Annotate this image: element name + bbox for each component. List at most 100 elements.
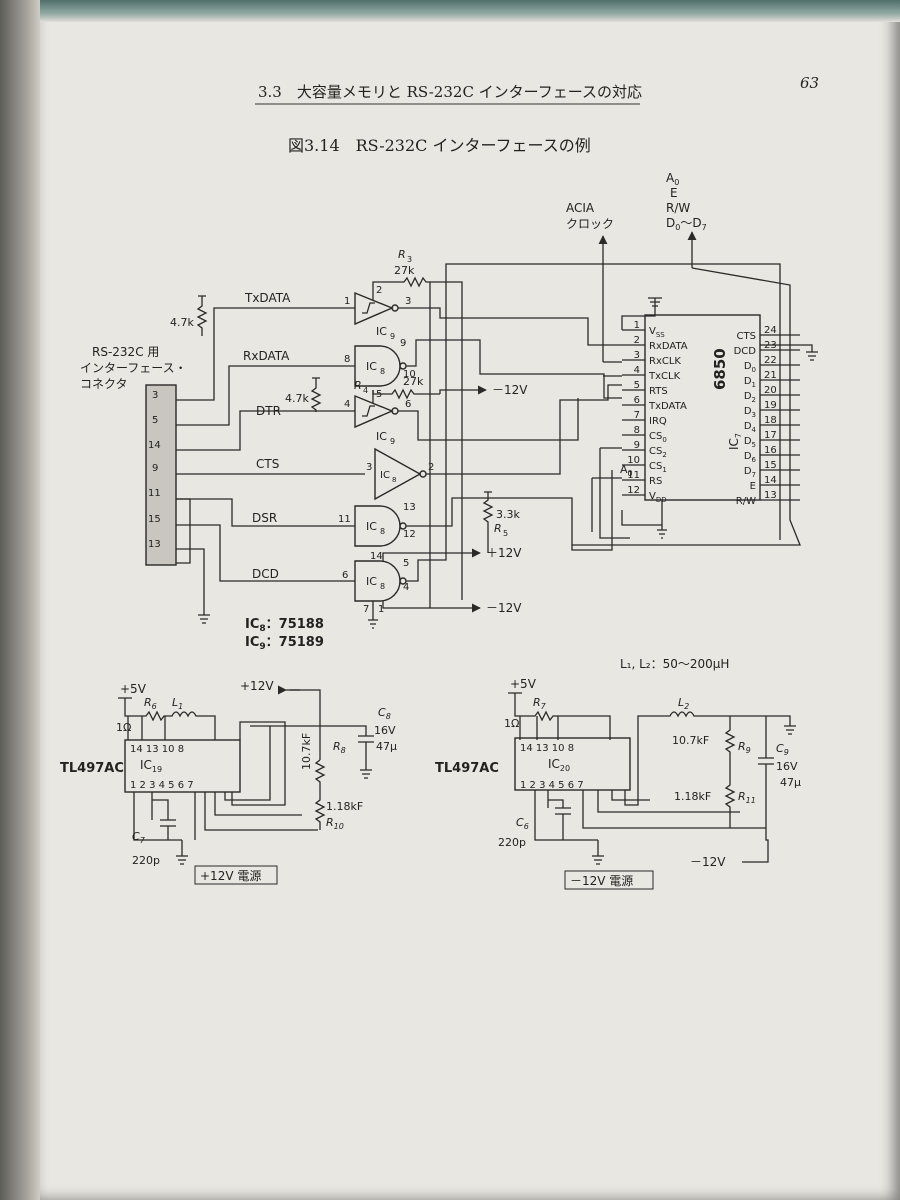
adjacent-page-edge <box>0 0 40 1200</box>
svg-text:CTS: CTS <box>737 331 756 342</box>
svg-text:20: 20 <box>764 385 777 396</box>
svg-text:13: 13 <box>403 502 416 513</box>
svg-text:－12V: －12V <box>690 855 726 869</box>
connector-pin: 11 <box>148 488 161 499</box>
svg-text:6: 6 <box>405 399 411 410</box>
svg-text:CS0: CS0 <box>649 431 667 444</box>
svg-text:R10: R10 <box>326 816 344 831</box>
signal-dtr: DTR <box>256 404 281 418</box>
signal-dsr: DSR <box>252 511 277 525</box>
svg-text:1: 1 <box>344 296 350 307</box>
svg-text:D7: D7 <box>744 466 756 479</box>
svg-text:3: 3 <box>405 296 411 307</box>
svg-text:220p: 220p <box>132 854 160 867</box>
svg-text:R7: R7 <box>533 696 547 711</box>
svg-text:18: 18 <box>764 415 777 426</box>
svg-text:VSS: VSS <box>649 326 665 339</box>
svg-text:8: 8 <box>380 527 385 536</box>
psu-minus12-caption: －12V 電源 <box>570 874 633 888</box>
svg-text:IC: IC <box>376 325 387 338</box>
svg-text:8: 8 <box>380 367 385 376</box>
svg-text:5: 5 <box>403 558 409 569</box>
svg-text:R: R <box>354 379 362 392</box>
svg-text:E: E <box>750 481 756 492</box>
rail-wires <box>368 282 494 629</box>
svg-text:1 2 3 4 5 6 7: 1 2 3 4 5 6 7 <box>130 780 194 791</box>
svg-text:TxCLK: TxCLK <box>648 371 681 382</box>
svg-text:TxDATA: TxDATA <box>648 401 687 412</box>
svg-text:9: 9 <box>400 338 406 349</box>
connector-body <box>145 384 177 566</box>
svg-text:RTS: RTS <box>649 386 668 397</box>
svg-text:IC: IC <box>366 520 377 533</box>
svg-text:220p: 220p <box>498 836 526 849</box>
svg-text:R8: R8 <box>333 740 346 755</box>
svg-text:8: 8 <box>344 354 350 365</box>
svg-text:4: 4 <box>634 365 640 376</box>
svg-text:47μ: 47μ <box>780 776 801 789</box>
r5-value: 3.3k <box>496 508 520 521</box>
svg-text:9: 9 <box>634 440 640 451</box>
connector-pin: 9 <box>152 463 158 474</box>
svg-text:RxDATA: RxDATA <box>649 341 688 352</box>
label-minus12-a: －12V <box>492 383 528 397</box>
svg-text:4: 4 <box>363 386 368 395</box>
svg-text:C7: C7 <box>132 830 146 845</box>
svg-text:16V: 16V <box>776 760 798 773</box>
svg-text:クロック: クロック <box>566 217 614 231</box>
svg-text:11: 11 <box>627 470 640 481</box>
acia-clock: ACIA クロック <box>566 201 622 377</box>
svg-text:+5V: +5V <box>120 682 147 696</box>
connector-wires <box>176 307 365 624</box>
svg-text:4: 4 <box>403 582 409 593</box>
svg-text:1: 1 <box>634 320 640 331</box>
resistor-4k7-dtr: 4.7k <box>285 377 322 412</box>
rs232c-connector: RS-232C 用 インターフェース・ コネクタ 3 5 14 9 11 15 … <box>80 345 187 566</box>
svg-text:R/W: R/W <box>666 201 690 215</box>
svg-text:14 13 10 8: 14 13 10 8 <box>520 743 574 754</box>
svg-text:IC: IC <box>380 470 390 481</box>
resistor-r4: R 4 27k <box>354 375 440 400</box>
svg-text:10.7kF: 10.7kF <box>300 733 313 770</box>
svg-text:19: 19 <box>764 400 777 411</box>
gate-ic9-tx: 1 2 3 IC 9 <box>344 285 411 341</box>
svg-text:7: 7 <box>363 604 369 615</box>
svg-text:C6: C6 <box>516 816 529 831</box>
svg-text:L1: L1 <box>172 696 183 711</box>
connector-pin: 14 <box>148 440 161 451</box>
gate-ic8-rx: 8 9 10 IC 8 <box>344 338 416 387</box>
svg-text:D6: D6 <box>744 451 757 464</box>
svg-text:4.7k: 4.7k <box>285 392 309 405</box>
label-minus12-b: －12V <box>486 601 522 615</box>
signal-dcd: DCD <box>252 567 279 581</box>
resistor-r3: R 3 27k <box>372 248 463 600</box>
svg-text:8: 8 <box>380 582 385 591</box>
acia-bus: A0 E R/W D0〜D7 <box>572 171 801 546</box>
svg-text:DCD: DCD <box>734 346 757 357</box>
svg-text:15: 15 <box>764 460 777 471</box>
connector-label-1: RS-232C 用 <box>92 345 159 359</box>
svg-text:RxCLK: RxCLK <box>649 356 681 367</box>
svg-text:D0〜D7: D0〜D7 <box>666 216 707 232</box>
svg-text:L2: L2 <box>678 696 689 711</box>
svg-text:6: 6 <box>342 570 348 581</box>
svg-text:C8: C8 <box>378 706 391 721</box>
svg-text:A0: A0 <box>620 463 633 478</box>
svg-text:+12V: +12V <box>240 679 274 693</box>
svg-text:4.7k: 4.7k <box>170 316 194 329</box>
svg-text:1: 1 <box>378 604 384 615</box>
svg-text:D3: D3 <box>744 406 756 419</box>
svg-text:D0: D0 <box>744 361 756 374</box>
svg-text:ACIA: ACIA <box>566 201 595 215</box>
connector-label-3: コネクタ <box>80 377 128 391</box>
